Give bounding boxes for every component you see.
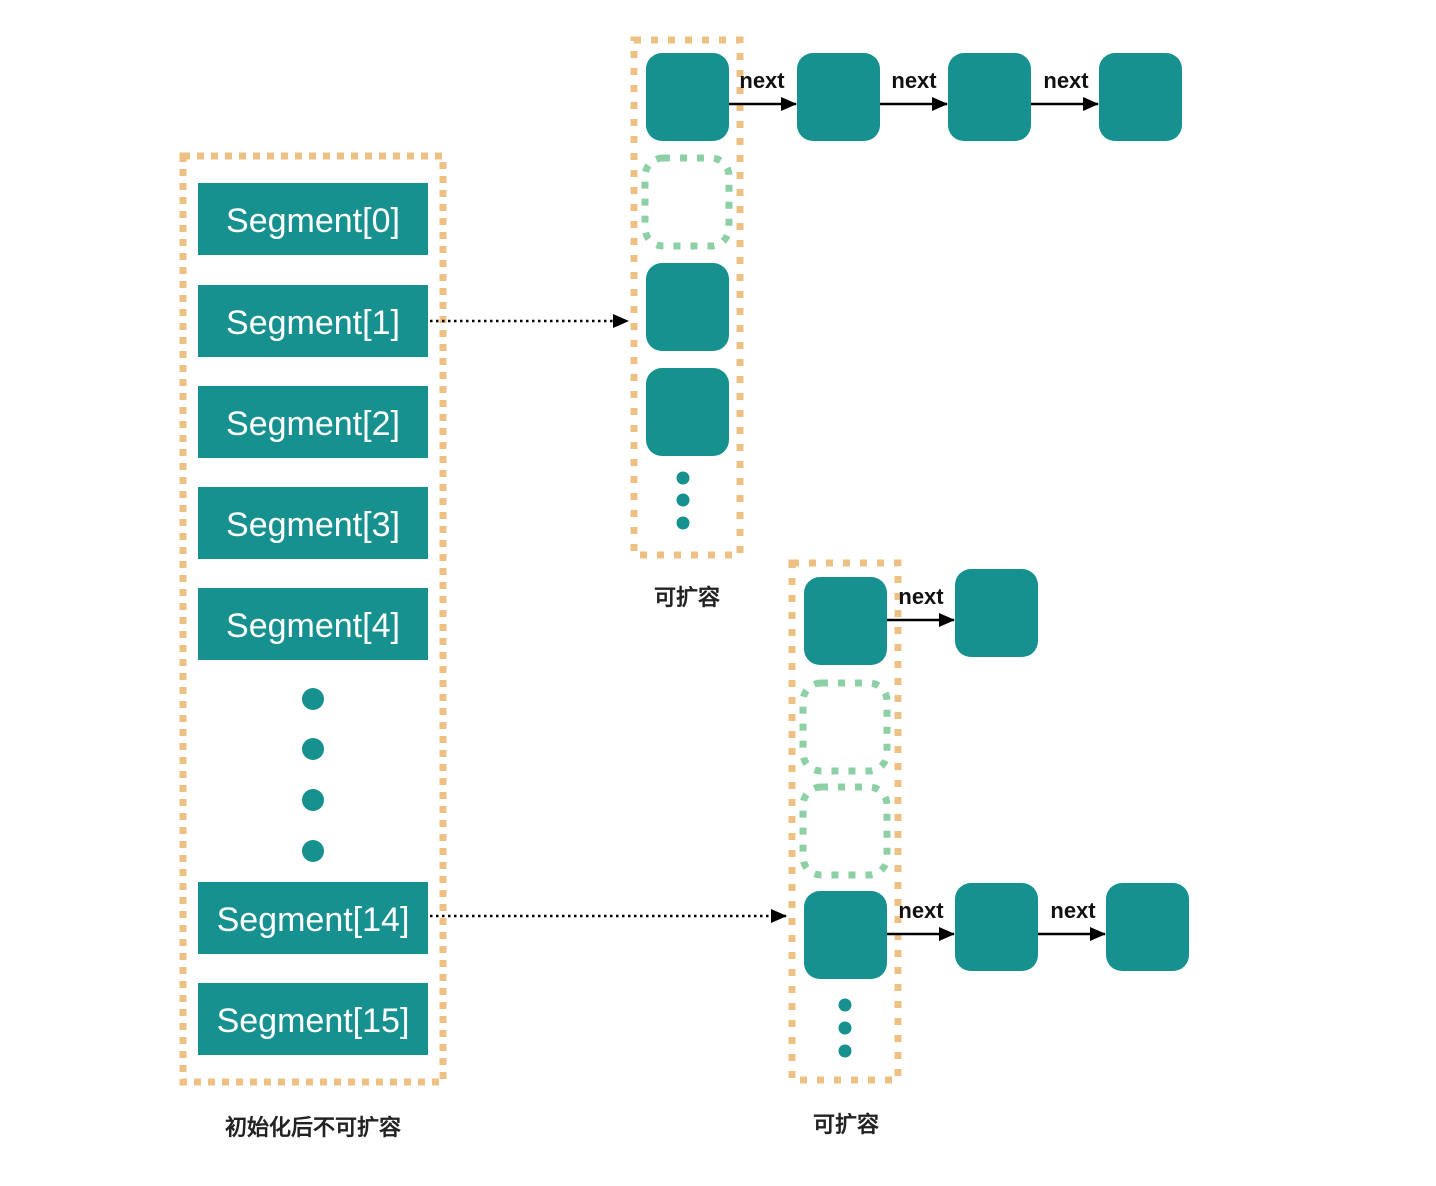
segment-label: Segment[3]: [226, 506, 400, 544]
ellipsis-dot: [302, 688, 324, 710]
segment-2: Segment[2]: [198, 386, 428, 458]
ellipsis-dots: [302, 688, 324, 862]
segment-label: Segment[14]: [217, 901, 410, 939]
ellipsis-dot: [302, 789, 324, 811]
table-slot-empty: [641, 154, 733, 250]
ellipsis-dot: [302, 738, 324, 760]
linked-list-top: next next next: [729, 53, 1182, 141]
table-slot-filled: [646, 263, 729, 351]
segment-15: Segment[15]: [198, 983, 428, 1055]
table-slot-empty: [799, 783, 891, 879]
next-label: next: [891, 68, 937, 93]
linked-list-bottom-slot-3: next next: [887, 883, 1189, 971]
segment-4: Segment[4]: [198, 588, 428, 660]
segment-3: Segment[3]: [198, 487, 428, 559]
table-slot-filled: [804, 891, 887, 979]
linked-list-bottom-slot-0: next: [887, 569, 1038, 657]
list-node: [955, 569, 1038, 657]
segment-0: Segment[0]: [198, 183, 428, 255]
segment-array-border: [179, 152, 447, 1086]
next-label: next: [739, 68, 785, 93]
table-slot-empty: [799, 679, 891, 775]
table-slot-filled: [646, 368, 729, 456]
hash-table-bottom-caption: 可扩容: [813, 1112, 879, 1138]
table-slot-filled: [646, 53, 729, 141]
hash-table-top-border: [630, 36, 744, 559]
list-node: [955, 883, 1038, 971]
list-node: [1099, 53, 1182, 141]
segment-label: Segment[15]: [217, 1002, 410, 1040]
table-slot-filled: [804, 577, 887, 665]
ellipsis-dot: [838, 1021, 852, 1035]
next-label: next: [898, 584, 944, 609]
list-node: [797, 53, 880, 141]
segment-label: Segment[1]: [226, 304, 400, 342]
ellipsis-dot: [838, 998, 852, 1012]
next-label: next: [898, 898, 944, 923]
segment-array-caption: 初始化后不可扩容: [225, 1115, 401, 1141]
segment-1: Segment[1]: [198, 285, 428, 357]
next-label: next: [1043, 68, 1089, 93]
segment-14: Segment[14]: [198, 882, 428, 954]
next-label: next: [1050, 898, 1096, 923]
hash-table-top-caption: 可扩容: [654, 585, 720, 611]
ellipsis-dot: [676, 471, 690, 485]
ellipsis-dot: [676, 493, 690, 507]
segment-label: Segment[2]: [226, 405, 400, 443]
hash-table-top: next next next 可扩容: [630, 36, 1182, 611]
segment-array: Segment[0] Segment[1] Segment[2] Segment…: [179, 152, 447, 1141]
segment-label: Segment[4]: [226, 607, 400, 645]
list-node: [948, 53, 1031, 141]
segment-label: Segment[0]: [226, 202, 400, 240]
ellipsis-dot: [838, 1044, 852, 1058]
hash-table-bottom-border: [788, 559, 902, 1084]
ellipsis-dot: [676, 516, 690, 530]
hash-table-bottom: next next next 可扩容: [788, 559, 1189, 1138]
list-node: [1106, 883, 1189, 971]
ellipsis-dot: [302, 840, 324, 862]
